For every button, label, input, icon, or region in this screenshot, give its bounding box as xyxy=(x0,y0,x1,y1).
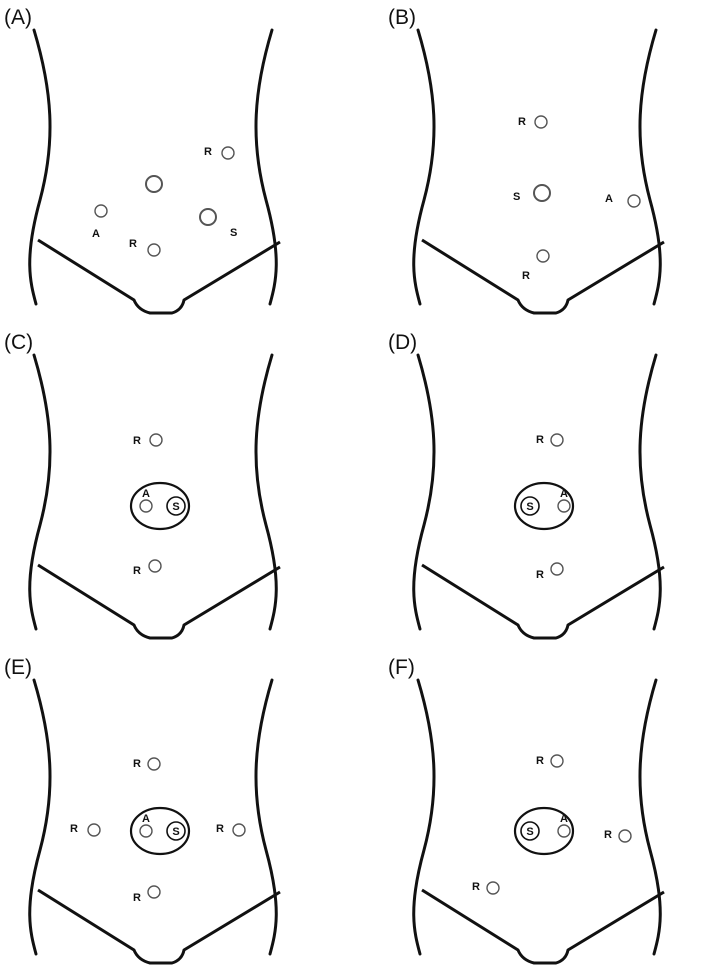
port-label: R xyxy=(204,146,212,158)
torso-left-contour xyxy=(28,28,52,306)
port-label: S xyxy=(172,826,179,838)
robotic-port xyxy=(618,829,632,843)
panel-label: (E) xyxy=(4,656,32,679)
torso-right-contour xyxy=(638,28,662,306)
panel: (D) S A R R xyxy=(388,331,665,640)
panel-label: (B) xyxy=(388,6,416,29)
groin-line xyxy=(421,888,665,965)
robotic-port xyxy=(149,433,163,447)
umbilical-ring xyxy=(129,481,191,531)
port-label: R xyxy=(129,238,137,250)
port-label: R xyxy=(604,829,612,841)
panel-label: (D) xyxy=(388,331,417,354)
torso-left-contour xyxy=(412,678,436,956)
port-label: A xyxy=(605,193,613,205)
port-label: S xyxy=(513,191,520,203)
scope-port xyxy=(166,496,186,516)
panel: (C) A S R R xyxy=(4,331,281,640)
assistant-port xyxy=(627,194,641,208)
port-label: R xyxy=(536,569,544,581)
port-label: R xyxy=(133,565,141,577)
camera-port xyxy=(145,175,163,193)
port-label: A xyxy=(142,813,150,825)
torso-right-contour xyxy=(638,353,662,631)
robotic-port xyxy=(87,823,101,837)
robotic-port xyxy=(147,757,161,771)
port-label: S xyxy=(526,826,533,838)
robotic-port xyxy=(486,881,500,895)
groin-line xyxy=(421,238,665,315)
torso-left-contour xyxy=(28,678,52,956)
robotic-port xyxy=(550,754,564,768)
panel: (E) A S R R R R xyxy=(4,656,281,965)
port-label: R xyxy=(472,881,480,893)
scope-port xyxy=(533,184,551,202)
port-label: A xyxy=(560,813,568,825)
port-label: R xyxy=(518,116,526,128)
port-label: S xyxy=(526,501,533,513)
port-label: R xyxy=(133,758,141,770)
port-label: S xyxy=(230,227,237,239)
scope-port xyxy=(520,496,540,516)
torso-right-contour xyxy=(254,28,278,306)
port-label: R xyxy=(216,823,224,835)
robotic-port xyxy=(536,249,550,263)
robotic-port xyxy=(148,559,162,573)
panel-label: (F) xyxy=(388,656,415,679)
port-label: R xyxy=(536,755,544,767)
assistant-port xyxy=(139,824,153,838)
port-label: A xyxy=(92,228,100,240)
port-label: R xyxy=(133,435,141,447)
scope-port xyxy=(199,208,217,226)
robotic-port xyxy=(534,115,548,129)
robotic-port xyxy=(221,146,235,160)
torso-left-contour xyxy=(28,353,52,631)
port-label: R xyxy=(522,270,530,282)
groin-line xyxy=(37,238,281,315)
assistant-port xyxy=(139,499,153,513)
torso-left-contour xyxy=(412,28,436,306)
robotic-port xyxy=(550,433,564,447)
torso-left-contour xyxy=(412,353,436,631)
robotic-port xyxy=(550,562,564,576)
assistant-port xyxy=(557,824,571,838)
umbilical-ring xyxy=(513,481,575,531)
groin-line xyxy=(421,563,665,640)
torso-right-contour xyxy=(254,353,278,631)
torso-right-contour xyxy=(254,678,278,956)
umbilical-ring xyxy=(513,806,575,856)
port-label: A xyxy=(142,488,150,500)
robotic-port xyxy=(147,885,161,899)
port-label: S xyxy=(172,501,179,513)
port-label: R xyxy=(133,892,141,904)
panel: (B) R S A R xyxy=(388,6,665,315)
scope-port xyxy=(520,821,540,841)
scope-port xyxy=(166,821,186,841)
panel: (A) R A R S xyxy=(4,6,281,315)
panel-label: (C) xyxy=(4,331,33,354)
port-label: A xyxy=(560,488,568,500)
port-label: R xyxy=(70,823,78,835)
torso-right-contour xyxy=(638,678,662,956)
assistant-port xyxy=(94,204,108,218)
groin-line xyxy=(37,888,281,965)
robotic-port xyxy=(147,243,161,257)
panel: (F) S A R R R xyxy=(388,656,665,965)
robotic-port xyxy=(232,823,246,837)
umbilical-ring xyxy=(129,806,191,856)
assistant-port xyxy=(557,499,571,513)
groin-line xyxy=(37,563,281,640)
port-label: R xyxy=(536,434,544,446)
panel-label: (A) xyxy=(4,6,32,29)
